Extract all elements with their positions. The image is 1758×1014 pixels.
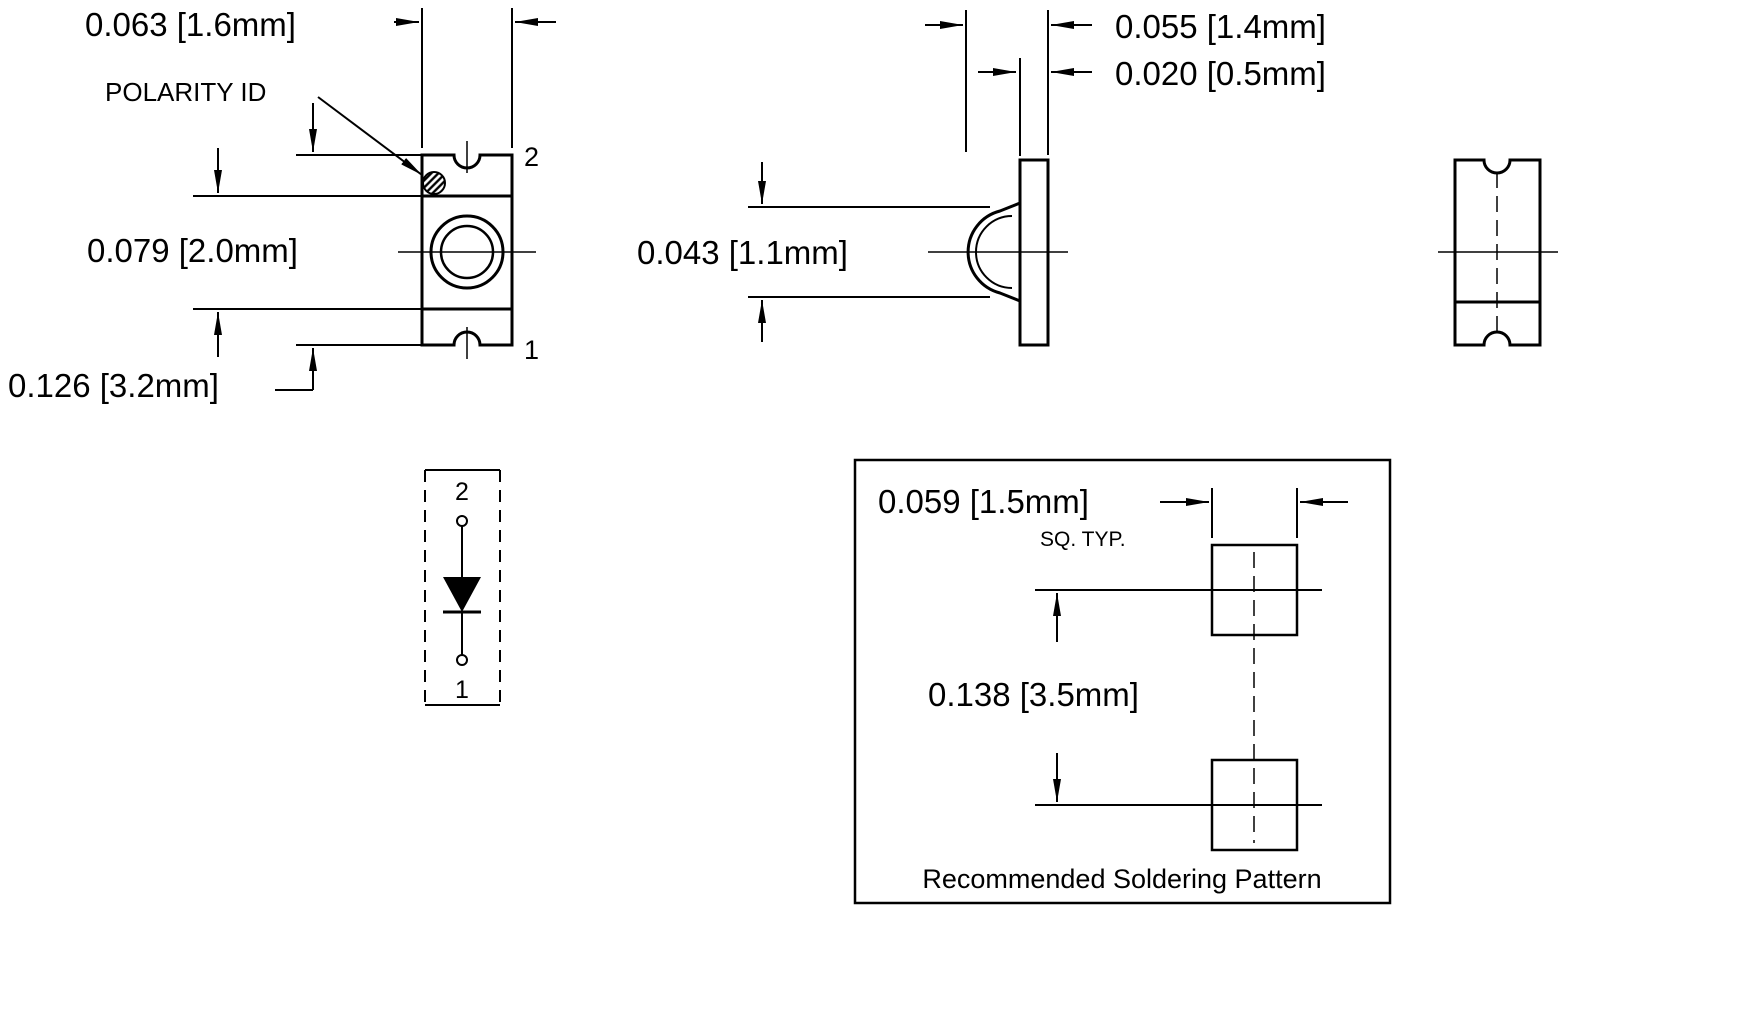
dim-pad-pitch-label: 0.138 [3.5mm] [928,676,1139,713]
polarity-id-label: POLARITY ID [105,77,266,107]
package-outline [420,153,514,347]
polarity-mark-icon [422,171,446,195]
top-view-dimensions [193,8,556,391]
soldering-pattern [853,458,1392,905]
diode-triangle-icon [443,577,481,612]
schematic-pin1-label: 1 [455,676,469,704]
dim-overall-thickness-label: 0.055 [1.4mm] [1115,8,1326,45]
schematic-symbol [424,469,501,706]
terminal-node-top [456,515,468,527]
side-view [928,158,1068,347]
pattern-caption: Recommended Soldering Pattern [922,864,1321,894]
dim-overall-height-label: 0.126 [3.2mm] [8,367,219,404]
top-view [398,141,536,359]
pin2-label: 2 [524,142,539,172]
dim-width-label: 0.063 [1.6mm] [85,6,296,43]
pad-size-note-label: SQ. TYP. [1040,528,1126,551]
dim-pad-size-label: 0.059 [1.5mm] [878,483,1089,520]
dim-body-height-label: 0.079 [2.0mm] [87,232,298,269]
dim-lens-height-label: 0.043 [1.1mm] [637,234,848,271]
end-view [1438,158,1558,347]
schematic-pin2-label: 2 [455,478,469,506]
pin1-label: 1 [524,335,539,365]
pattern-border [853,458,1392,905]
terminal-node-bottom [456,654,468,666]
side-view-dimensions [748,10,1092,342]
dim-base-thickness-label: 0.020 [0.5mm] [1115,55,1326,92]
leader-line [317,96,423,176]
